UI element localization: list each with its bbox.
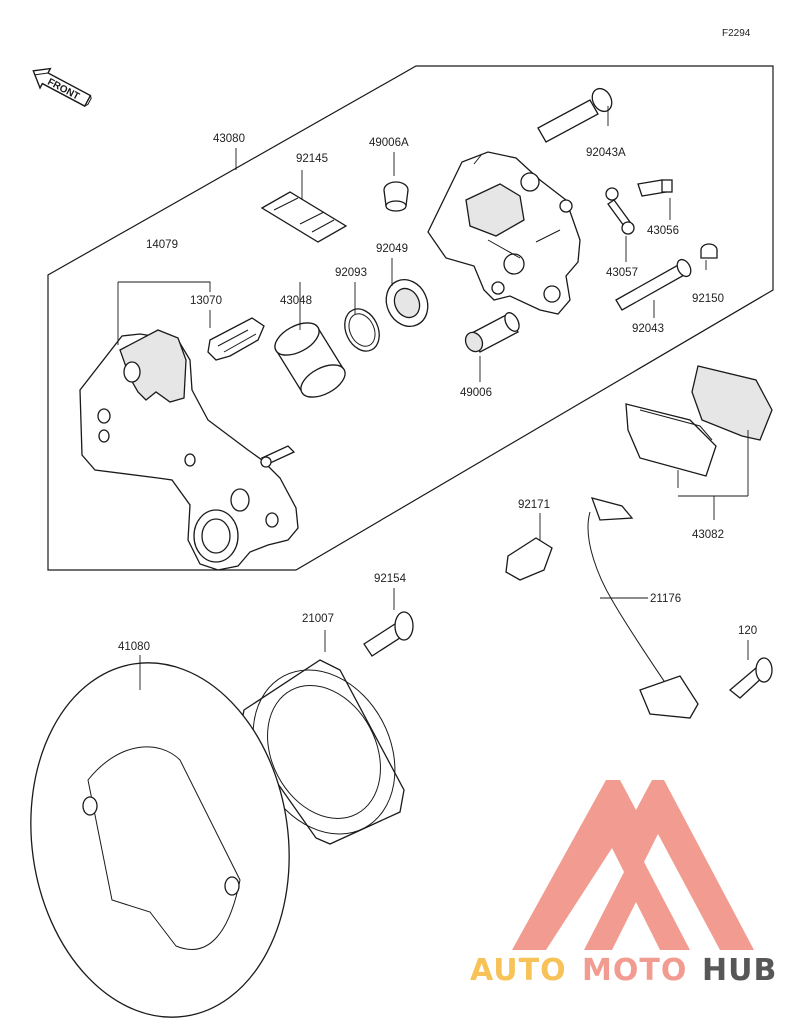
label-92150: 92150 xyxy=(692,293,724,305)
seal-92093 xyxy=(344,308,380,352)
label-92093: 92093 xyxy=(335,267,367,279)
label-21007: 21007 xyxy=(302,613,334,625)
bolt-120 xyxy=(728,657,773,699)
caliper-body xyxy=(427,151,581,315)
label-13070: 13070 xyxy=(190,295,222,307)
logo-mark-icon xyxy=(512,780,754,950)
label-43056: 43056 xyxy=(647,225,679,237)
leader-lines xyxy=(117,106,749,690)
label-92171: 92171 xyxy=(518,499,550,511)
bolt-92154 xyxy=(363,611,414,657)
seal-92093-inner xyxy=(348,313,376,347)
label-43082: 43082 xyxy=(692,529,724,541)
slide-pin-92043A xyxy=(537,87,613,143)
cap-92150 xyxy=(700,243,718,259)
label-14079: 14079 xyxy=(146,239,178,251)
caliper-assembly-box xyxy=(47,65,774,571)
label-49006: 49006 xyxy=(460,387,492,399)
spring-92145 xyxy=(260,191,348,243)
seal-92049-inner xyxy=(393,287,421,319)
logo-text-hub: HUB xyxy=(702,953,777,988)
logo-text-moto: MOTO xyxy=(582,953,687,988)
abs-sensor-21176 xyxy=(587,497,699,719)
bleeder-49006 xyxy=(464,312,520,353)
pad-spring-13070 xyxy=(207,317,265,361)
label-120: 120 xyxy=(738,625,757,637)
label-49006A: 49006A xyxy=(369,137,409,149)
bleeder-cap-49006A xyxy=(383,181,409,212)
label-92043: 92043 xyxy=(632,323,664,335)
brake-disc-41080 xyxy=(30,662,290,1018)
label-21176: 21176 xyxy=(650,593,681,605)
caliper-bracket xyxy=(79,329,299,571)
label-92049: 92049 xyxy=(376,243,408,255)
automotohub-logo: AUTO MOTO HUB xyxy=(470,780,777,988)
link-43057 xyxy=(605,187,635,235)
piston-43048 xyxy=(274,322,346,398)
slide-pin-92043 xyxy=(615,258,692,311)
clip-92171 xyxy=(505,537,553,581)
label-43057: 43057 xyxy=(606,267,638,279)
label-43048: 43048 xyxy=(280,295,312,307)
diagram-reference-code: F2294 xyxy=(722,28,751,39)
label-92145: 92145 xyxy=(296,153,328,165)
brake-pads-43082 xyxy=(625,365,773,477)
logo-text-auto: AUTO xyxy=(470,953,567,988)
front-arrow-icon: FRONT xyxy=(32,67,92,108)
label-92043A: 92043A xyxy=(586,147,626,159)
part-labels: 43080 92145 49006A 92043A 14079 13070 43… xyxy=(118,133,757,653)
label-92154: 92154 xyxy=(374,573,407,585)
label-41080: 41080 xyxy=(118,641,150,653)
label-43080: 43080 xyxy=(213,133,245,145)
bleeder-valve-43056 xyxy=(637,179,673,197)
